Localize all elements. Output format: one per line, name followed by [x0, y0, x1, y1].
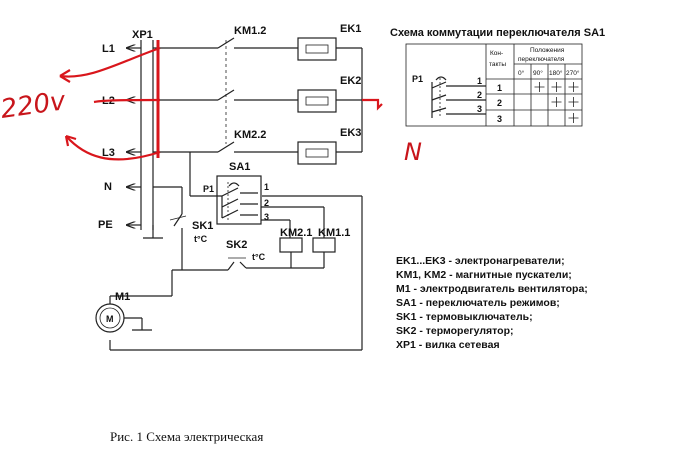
motor-m1: [95, 270, 173, 333]
sensor-unit-sk2: t°C: [252, 252, 266, 262]
wire-l1: [153, 37, 298, 49]
legend-item: M1 - электродвигатель вентилятора;: [396, 283, 588, 295]
line-label-n: N: [104, 181, 112, 193]
switching-table: [405, 43, 583, 127]
legend-item: SK1 - термовыключатель;: [396, 311, 533, 323]
line-label-l3: L3: [102, 147, 115, 159]
control-wiring: [109, 152, 363, 351]
legend-item: SA1 - переключатель режимов;: [396, 297, 560, 309]
contact-wiring: [261, 206, 325, 238]
legend-item: XP1 - вилка сетевая: [396, 339, 500, 351]
sensor-label-sk2: SK2: [226, 239, 247, 251]
wire-l2: [153, 89, 298, 101]
switch-pole-label: P1: [203, 184, 214, 194]
contactor-label-km1-2: KM1.2: [234, 25, 266, 37]
table-pole-label: P1: [412, 74, 423, 84]
heater-label-ek2: EK2: [340, 75, 361, 87]
legend: EK1...EK3 - электронагреватели; KM1, KM2…: [396, 255, 588, 351]
table-row-1: 1: [477, 76, 482, 86]
plug-xp1: [137, 40, 163, 239]
switch-contact-2: 2: [264, 198, 269, 208]
table-title: Схема коммутации переключателя SA1: [390, 27, 605, 39]
sensor-sk2: [227, 257, 247, 271]
sensor-unit-sk1: t°C: [194, 234, 208, 244]
contactor-label-km1-1: KM1.1: [318, 227, 350, 239]
table-col-positions-1: Положения: [530, 47, 565, 54]
arrow-heads: [127, 48, 137, 225]
connector-label: XP1: [132, 29, 153, 41]
wire-l3: [153, 141, 298, 153]
line-label-pe: PE: [98, 219, 113, 231]
table-position-270: 270°: [566, 69, 580, 77]
table-position-90: 90°: [533, 69, 543, 77]
neutral-annotation: N: [404, 138, 422, 166]
switch-contact-3: 3: [264, 212, 269, 222]
table-row-label-2: 2: [497, 98, 502, 108]
sensor-sk1: [169, 200, 228, 271]
legend-item: KM1, KM2 - магнитные пускатели;: [396, 269, 572, 281]
legend-item: EK1...EK3 - электронагреватели;: [396, 255, 565, 267]
motor-label: M1: [115, 291, 130, 303]
table-col-contacts-2: такты: [489, 61, 506, 68]
switch-label: SA1: [229, 161, 250, 173]
legend-item: SK2 - терморегулятор;: [396, 325, 514, 337]
table-row-label-1: 1: [497, 83, 502, 93]
table-position-0: 0°: [518, 69, 525, 77]
table-row-label-3: 3: [497, 114, 502, 124]
table-row-2: 2: [477, 90, 482, 100]
heater-ek2: [297, 89, 362, 113]
contactor-label-km2-2: KM2.2: [234, 129, 266, 141]
motor-symbol: M: [106, 314, 114, 324]
heater-label-ek3: EK3: [340, 127, 361, 139]
contactor-label-km2-1: KM2.1: [280, 227, 312, 239]
sensor-label-sk1: SK1: [192, 220, 213, 232]
table-col-contacts-1: Кон-: [490, 50, 503, 57]
line-label-l1: L1: [102, 43, 115, 55]
figure-caption: Рис. 1 Схема электрическая: [110, 429, 263, 444]
switch-contact-1: 1: [264, 182, 269, 192]
table-position-180: 180°: [549, 69, 563, 77]
coil-km2-1: [279, 237, 303, 268]
voltage-annotation: 220v: [0, 86, 68, 125]
switch-sa1: [216, 175, 262, 225]
red-annotations: [59, 40, 383, 161]
coil-km1-1: [312, 237, 336, 268]
heater-ek1: [297, 37, 362, 61]
heater-ek3: [297, 141, 362, 165]
heater-label-ek1: EK1: [340, 23, 361, 35]
table-row-3: 3: [477, 104, 482, 114]
table-col-positions-2: переключателя: [518, 56, 565, 63]
